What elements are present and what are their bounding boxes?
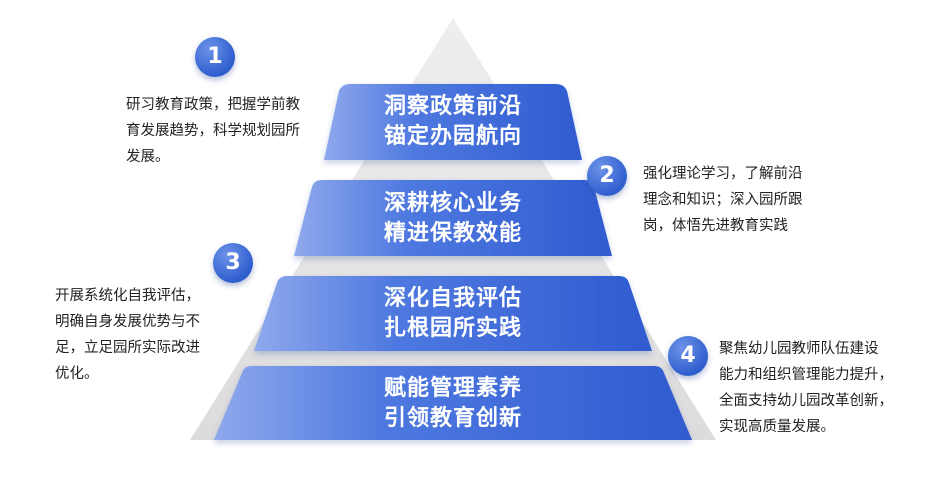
tier-1-label: 洞察政策前沿 锚定办园航向 bbox=[383, 94, 522, 149]
step-2-badge: 2 bbox=[587, 156, 627, 196]
step-1-badge: 1 bbox=[195, 37, 235, 77]
step-4-description: 聚焦幼儿园教师队伍建设 能力和组织管理能力提升， 全面支持幼儿园改革创新， 实现… bbox=[719, 341, 893, 435]
step-3-badge: 3 bbox=[213, 243, 253, 283]
tier-3-label: 深化自我评估 扎根园所实践 bbox=[383, 286, 522, 341]
tier-2-shape bbox=[294, 180, 612, 256]
step-4-badge: 4 bbox=[668, 336, 708, 376]
step-1-description: 研习教育政策，把握学前教 育发展趋势，科学规划园所 发展。 bbox=[126, 97, 300, 165]
step-2-description: 强化理论学习，了解前沿 理念和知识；深入园所跟 岗，体悟先进教育实践 bbox=[643, 166, 803, 234]
tier-3-shape bbox=[254, 276, 652, 351]
tier-4-shape bbox=[214, 366, 692, 440]
step-3-description: 开展系统化自我评估， 明确自身发展优势与不 足，立足园所实际改进 优化。 bbox=[55, 288, 200, 382]
tier-1-shape bbox=[324, 84, 582, 160]
tier-4-label: 赋能管理素养 引领教育创新 bbox=[383, 376, 522, 431]
tier-2-label: 深耕核心业务 精进保教效能 bbox=[383, 191, 522, 246]
